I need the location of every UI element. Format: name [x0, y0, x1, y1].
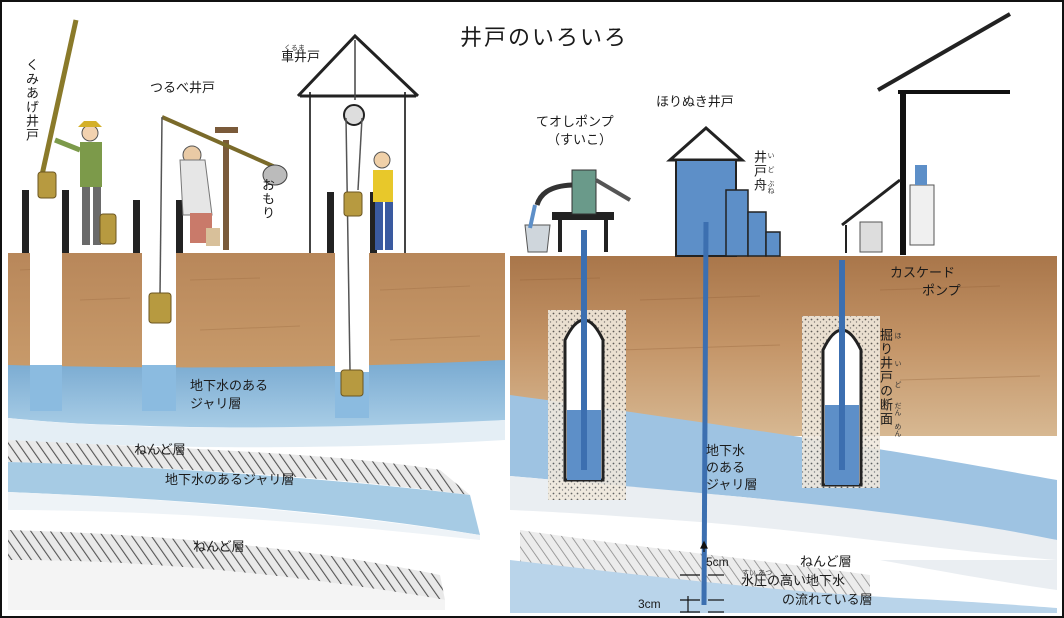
label-kuruma-well: 車井戸	[281, 50, 321, 65]
label-aquifer-right: 地下水 のある ジャリ層	[706, 444, 758, 493]
dimension-markers	[680, 540, 724, 613]
label-omori: おもり	[258, 178, 274, 220]
kumiage-well-figure	[37, 19, 117, 245]
label-idobune: 井戸舟	[750, 150, 766, 192]
label-teoshi-suiko: （すいこ）	[547, 133, 613, 148]
label-cascade: カスケード	[890, 266, 956, 281]
cascade-pump-figure	[802, 12, 1011, 488]
kuruma-well-figure	[296, 33, 420, 397]
label-tsurube-well: つるべ井戸	[150, 81, 216, 96]
label-clay-layer-2: ねんど層	[193, 540, 245, 555]
label-aquifer-2: 地下水のあるジャリ層	[165, 473, 295, 488]
label-hori-ido-section: 掘り井戸の断面	[876, 328, 892, 426]
label-clay-right: ねんど層	[800, 555, 852, 570]
ruby-suiatsu: すい あつ	[742, 569, 773, 577]
ruby-idobune: い ど ぶね	[767, 152, 775, 194]
label-kumiage-well: くみあげ井戸	[22, 58, 38, 142]
diagram-title: 井戸のいろいろ	[460, 26, 629, 51]
dimension-3cm: 3cm	[638, 597, 661, 611]
ruby-kuruma: くるま	[284, 44, 305, 52]
label-teoshi-pump: てオしポンプ	[536, 115, 614, 130]
horinuki-well-figure	[666, 125, 781, 606]
tsurube-well-figure	[148, 115, 288, 324]
ruby-hori-ido: ほ い ど だん めん	[894, 332, 902, 437]
label-clay-layer-1: ねんど層	[134, 443, 186, 458]
label-aquifer-left: 地下水のある ジャリ層	[190, 379, 269, 412]
dimension-5cm: 5cm	[706, 555, 729, 569]
label-pump: ポンプ	[922, 284, 961, 299]
teoshi-pump-figure	[524, 169, 632, 500]
label-pressured-water: 水圧の高い地下水	[741, 574, 846, 589]
label-horinuki-well: ほりぬき井戸	[656, 95, 734, 110]
label-pressured-layer: の流れている層	[782, 593, 873, 608]
left-ground-section	[8, 253, 505, 610]
